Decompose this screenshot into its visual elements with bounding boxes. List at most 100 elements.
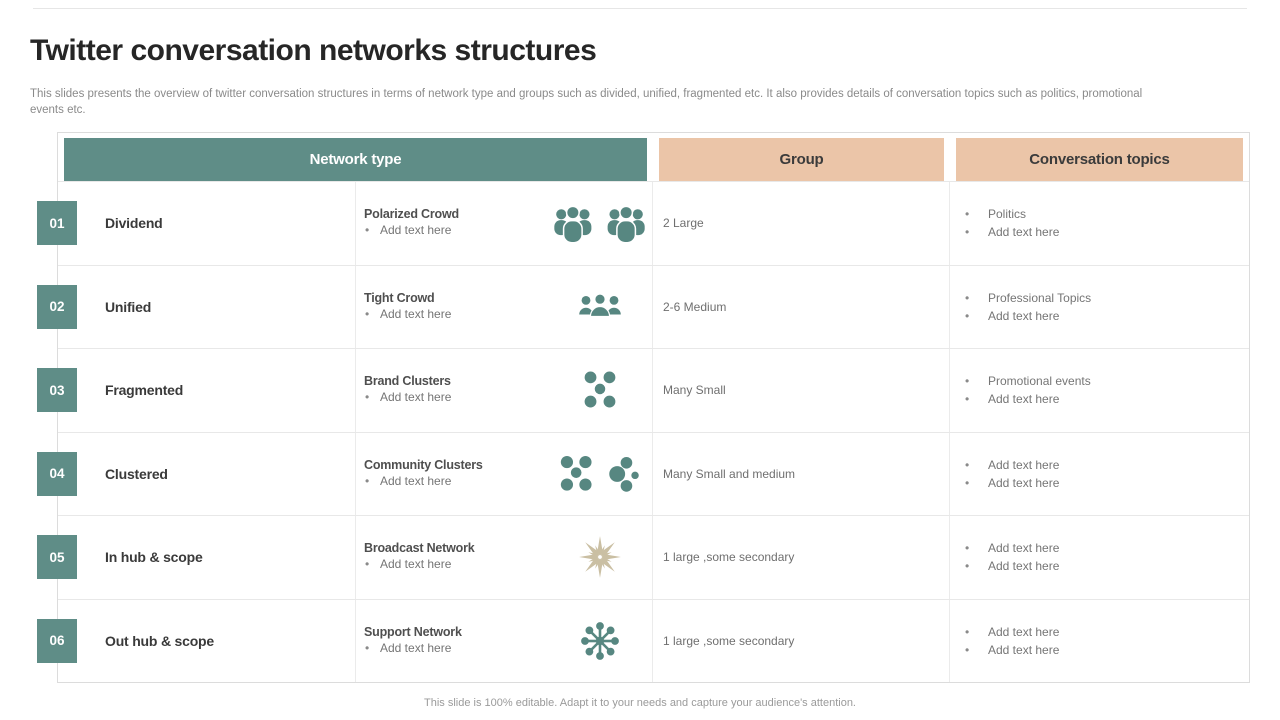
network-type-iconbox [547, 534, 652, 580]
table-row: 05 In hub & scope Broadcast Network Add … [37, 516, 1249, 600]
row-number-badge: 04 [37, 451, 77, 496]
row-number-badge: 06 [37, 618, 77, 663]
table-row: 03 Fragmented Brand Clusters Add text he… [37, 349, 1249, 433]
group-cell: 2-6 Medium [653, 265, 950, 348]
network-type-cell: Tight Crowd Add text here [356, 265, 653, 348]
network-type-iconbox [547, 454, 652, 494]
tight-crowd-icon [577, 293, 623, 321]
topics-cell: Promotional eventsAdd text here [950, 349, 1249, 432]
topic-item: Add text here [962, 223, 1059, 241]
slide-top-border [33, 8, 1247, 9]
group-value: 2 Large [663, 216, 704, 231]
topic-item: Add text here [962, 474, 1059, 492]
network-type-iconbox [547, 203, 652, 243]
network-name: Unified [105, 298, 152, 315]
row-number-badge: 05 [37, 535, 77, 580]
support-network-icon [578, 619, 622, 663]
network-type-cell: Broadcast Network Add text here [356, 516, 653, 599]
network-type-label: Brand Clusters [364, 374, 451, 389]
table-row: 04 Clustered Community Clusters Add text… [37, 432, 1249, 516]
network-type-cell: Brand Clusters Add text here [356, 349, 653, 432]
network-name: Dividend [105, 215, 163, 232]
network-type-iconbox [547, 619, 652, 663]
table-row: 06 Out hub & scope Support Network Add t… [37, 599, 1249, 683]
group-cell: 1 large ,some secondary [653, 599, 950, 682]
network-type-bullets: Add text here [364, 639, 462, 657]
network-name: Out hub & scope [105, 632, 215, 649]
topic-item: Add text here [962, 307, 1091, 325]
row-number-badge: 02 [37, 284, 77, 329]
header-network-type: Network type [64, 138, 647, 181]
topics-list: Promotional eventsAdd text here [962, 372, 1091, 408]
network-type-cell: Polarized Crowd Add text here [356, 182, 653, 265]
topics-cell: Add text hereAdd text here [950, 516, 1249, 599]
topics-list: Add text hereAdd text here [962, 456, 1059, 492]
network-name: Clustered [105, 465, 168, 482]
network-type-bullets: Add text here [364, 555, 475, 573]
placeholder-text: Add text here [364, 639, 462, 657]
community-clusters-icon [559, 454, 641, 494]
placeholder-text: Add text here [364, 305, 451, 323]
network-type-bullets: Add text here [364, 472, 483, 490]
topics-cell: Add text hereAdd text here [950, 600, 1249, 683]
brand-clusters-icon [581, 370, 619, 410]
network-type-label: Support Network [364, 624, 462, 639]
placeholder-text: Add text here [364, 555, 475, 573]
topics-list: PoliticsAdd text here [962, 205, 1059, 241]
network-type-bullets: Add text here [364, 221, 459, 239]
group-cell: 2 Large [653, 182, 950, 265]
network-name-cell: Dividend [58, 182, 356, 265]
topic-item: Politics [962, 205, 1059, 223]
topics-cell: Professional TopicsAdd text here [950, 266, 1249, 349]
table-header-row: Network type Group Conversation topics [58, 133, 1249, 181]
network-name-cell: Fragmented [58, 349, 356, 432]
topic-item: Add text here [962, 623, 1059, 641]
placeholder-text: Add text here [364, 472, 483, 490]
network-type-text: Brand Clusters Add text here [364, 374, 451, 406]
network-name-cell: Unified [58, 265, 356, 348]
row-number-badge: 03 [37, 368, 77, 413]
topic-item: Professional Topics [962, 289, 1091, 307]
topics-list: Professional TopicsAdd text here [962, 289, 1091, 325]
network-name: In hub & scope [105, 549, 203, 566]
network-type-label: Broadcast Network [364, 541, 475, 556]
group-value: 1 large ,some secondary [663, 550, 795, 565]
network-type-cell: Community Clusters Add text here [356, 432, 653, 515]
footer-note: This slide is 100% editable. Adapt it to… [424, 697, 856, 709]
topics-cell: Add text hereAdd text here [950, 433, 1249, 516]
topic-item: Promotional events [962, 372, 1091, 390]
network-type-label: Tight Crowd [364, 290, 435, 305]
table-row: 01 Dividend Polarized Crowd Add text her… [37, 182, 1249, 266]
network-type-text: Polarized Crowd Add text here [364, 207, 459, 239]
network-name: Fragmented [105, 382, 184, 399]
slide-description: This slides presents the overview of twi… [30, 88, 1143, 116]
network-type-text: Community Clusters Add text here [364, 458, 483, 490]
network-name-cell: In hub & scope [58, 516, 356, 599]
group-cell: Many Small [653, 349, 950, 432]
topic-item: Add text here [962, 641, 1059, 659]
topic-item: Add text here [962, 456, 1059, 474]
row-number-badge: 01 [37, 201, 77, 246]
group-value: 2-6 Medium [663, 299, 727, 314]
network-type-text: Tight Crowd Add text here [364, 291, 451, 323]
topics-list: Add text hereAdd text here [962, 623, 1059, 659]
network-type-iconbox [547, 293, 652, 321]
network-type-iconbox [547, 370, 652, 410]
group-cell: 1 large ,some secondary [653, 516, 950, 599]
topic-item: Add text here [962, 390, 1091, 408]
page-title: Twitter conversation networks structures [30, 34, 597, 67]
group-value: 1 large ,some secondary [663, 633, 795, 648]
placeholder-text: Add text here [364, 388, 451, 406]
polarized-crowd-icon [552, 203, 647, 243]
topic-item: Add text here [962, 557, 1059, 575]
header-group: Group [659, 138, 944, 181]
group-value: Many Small and medium [663, 466, 796, 481]
broadcast-network-icon [577, 534, 623, 580]
network-name-cell: Out hub & scope [58, 599, 356, 682]
network-structures-table: Network type Group Conversation topics 0… [37, 132, 1250, 683]
group-cell: Many Small and medium [653, 432, 950, 515]
network-type-label: Community Clusters [364, 457, 483, 472]
network-name-cell: Clustered [58, 432, 356, 515]
network-type-text: Broadcast Network Add text here [364, 541, 475, 573]
topic-item: Add text here [962, 539, 1059, 557]
